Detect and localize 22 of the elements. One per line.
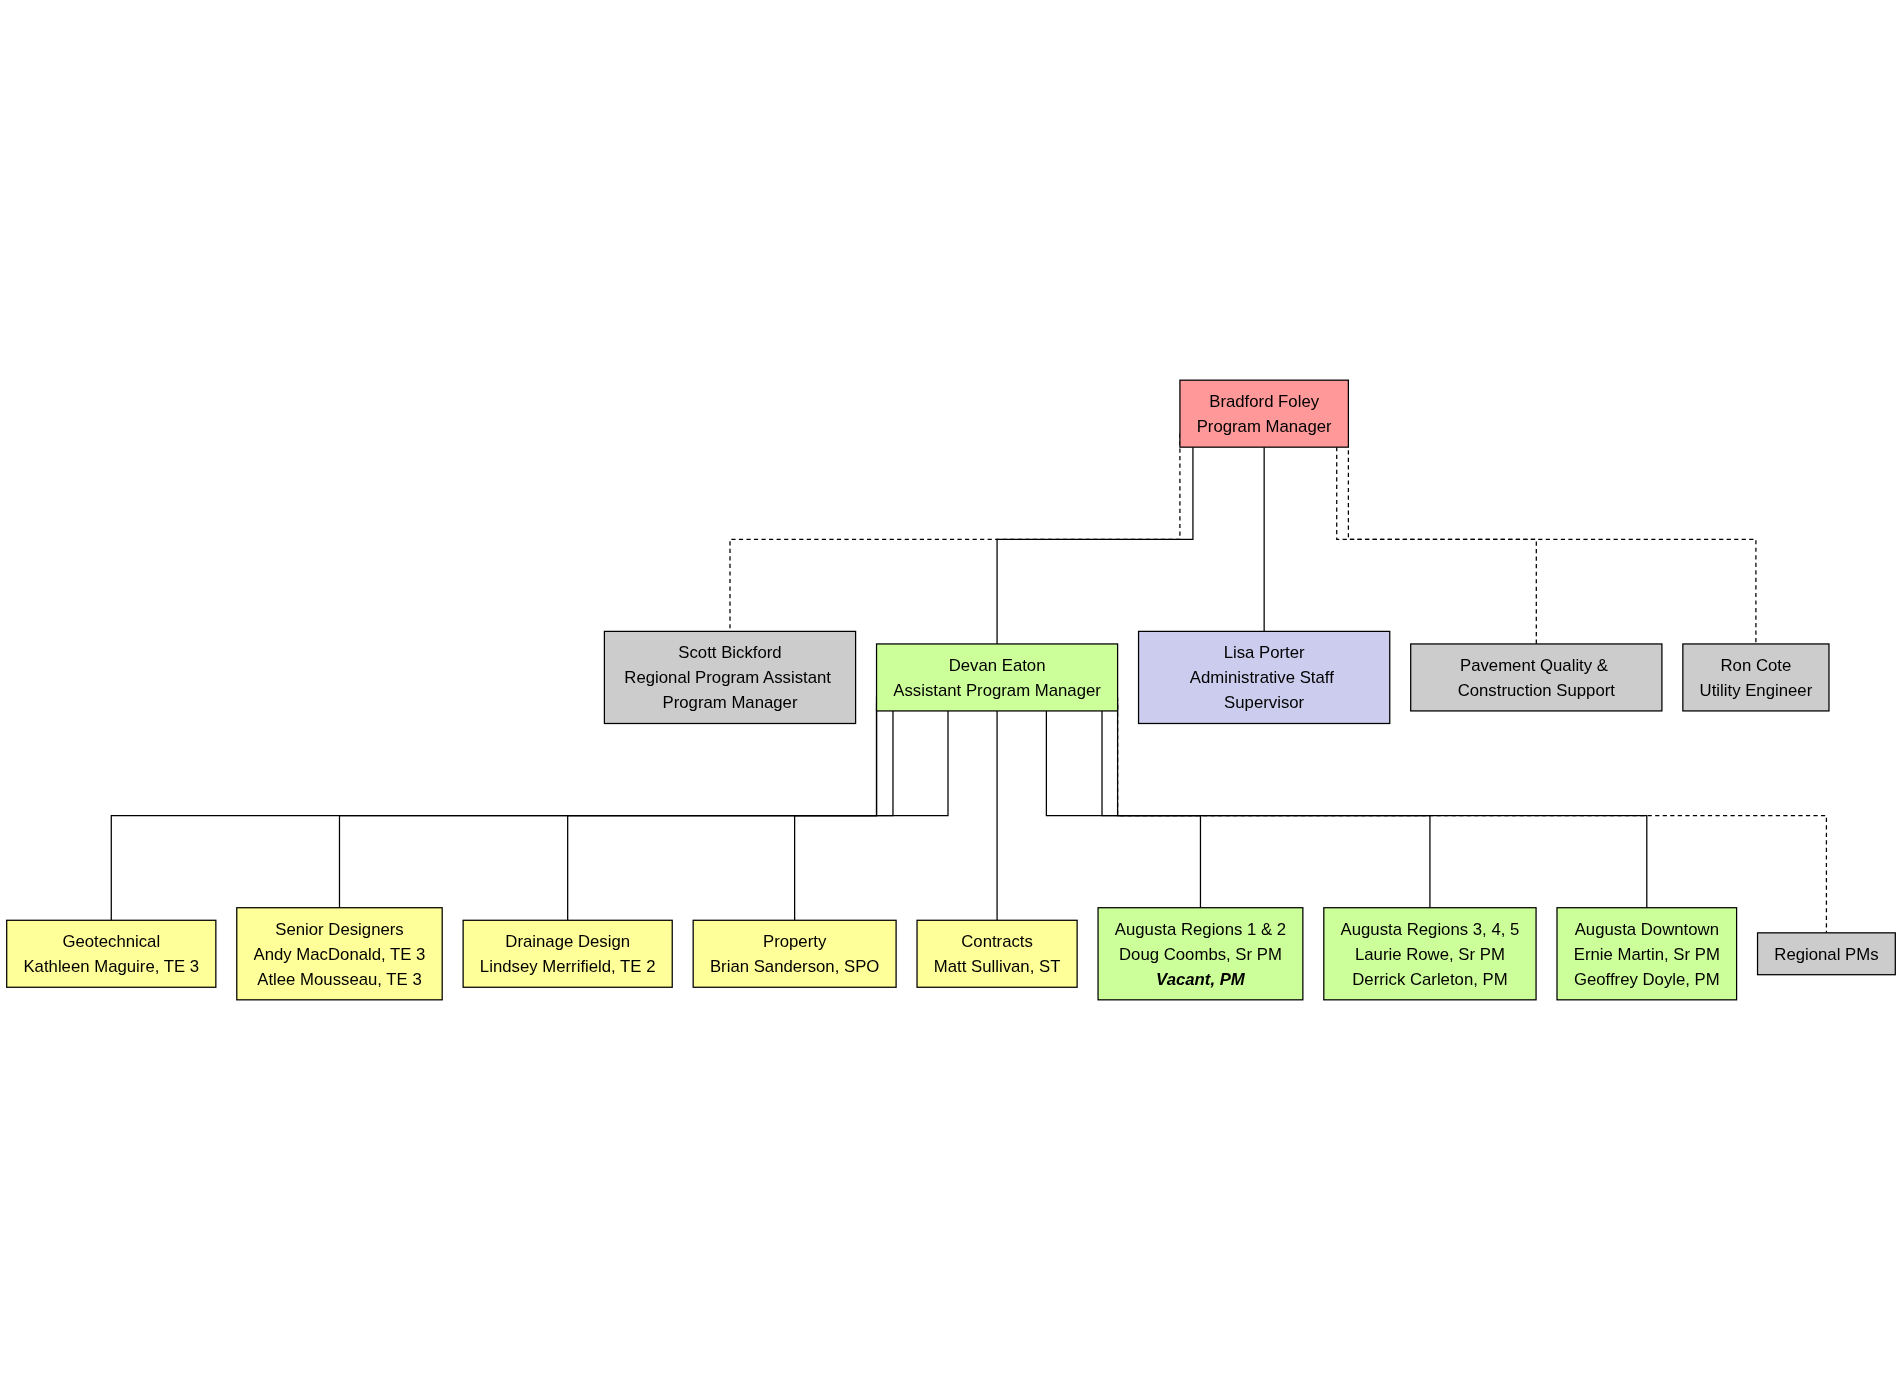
node-box: Augusta Downtown Ernie Martin, Sr PM Geoffrey Doyle, PM [1556, 907, 1738, 1001]
node-box: Pavement Quality & Construction Support [1410, 643, 1663, 712]
node-box: Scott Bickford Regional Program Assistant Program Manager [603, 630, 857, 725]
connector [996, 446, 1194, 645]
connector [1263, 446, 1265, 632]
node-box: Drainage Design Lindsey Merrifield, TE 2 [462, 919, 673, 988]
node-box: Devan Eaton Assistant Program Manager [875, 643, 1119, 712]
node-box: Geotechnical Kathleen Maguire, TE 3 [6, 919, 217, 988]
node-box: Property Brian Sanderson, SPO [692, 919, 897, 988]
connector [996, 710, 998, 921]
connector [1101, 710, 1431, 909]
node-box: Lisa Porter Administrative Staff Supervisor [1137, 630, 1391, 725]
node-box: Ron Cote Utility Engineer [1682, 643, 1830, 712]
node-box: Senior Designers Andy MacDonald, TE 3 Atlee Mousseau, TE 3 [236, 907, 443, 1001]
node-box: Augusta Regions 3, 4, 5 Laurie Rowe, Sr PM Derrick Carleton, PM [1323, 907, 1537, 1001]
node-box: Regional PMs [1756, 932, 1896, 976]
connector [794, 710, 949, 921]
node-box: Bradford Foley Program Manager [1179, 379, 1350, 448]
node-box: Augusta Regions 1 & 2 Doug Coombs, Sr PM Vacant, PM [1097, 907, 1304, 1001]
node-box: Contracts Matt Sullivan, ST [916, 919, 1078, 988]
connector [567, 710, 894, 921]
connector [1045, 710, 1202, 909]
